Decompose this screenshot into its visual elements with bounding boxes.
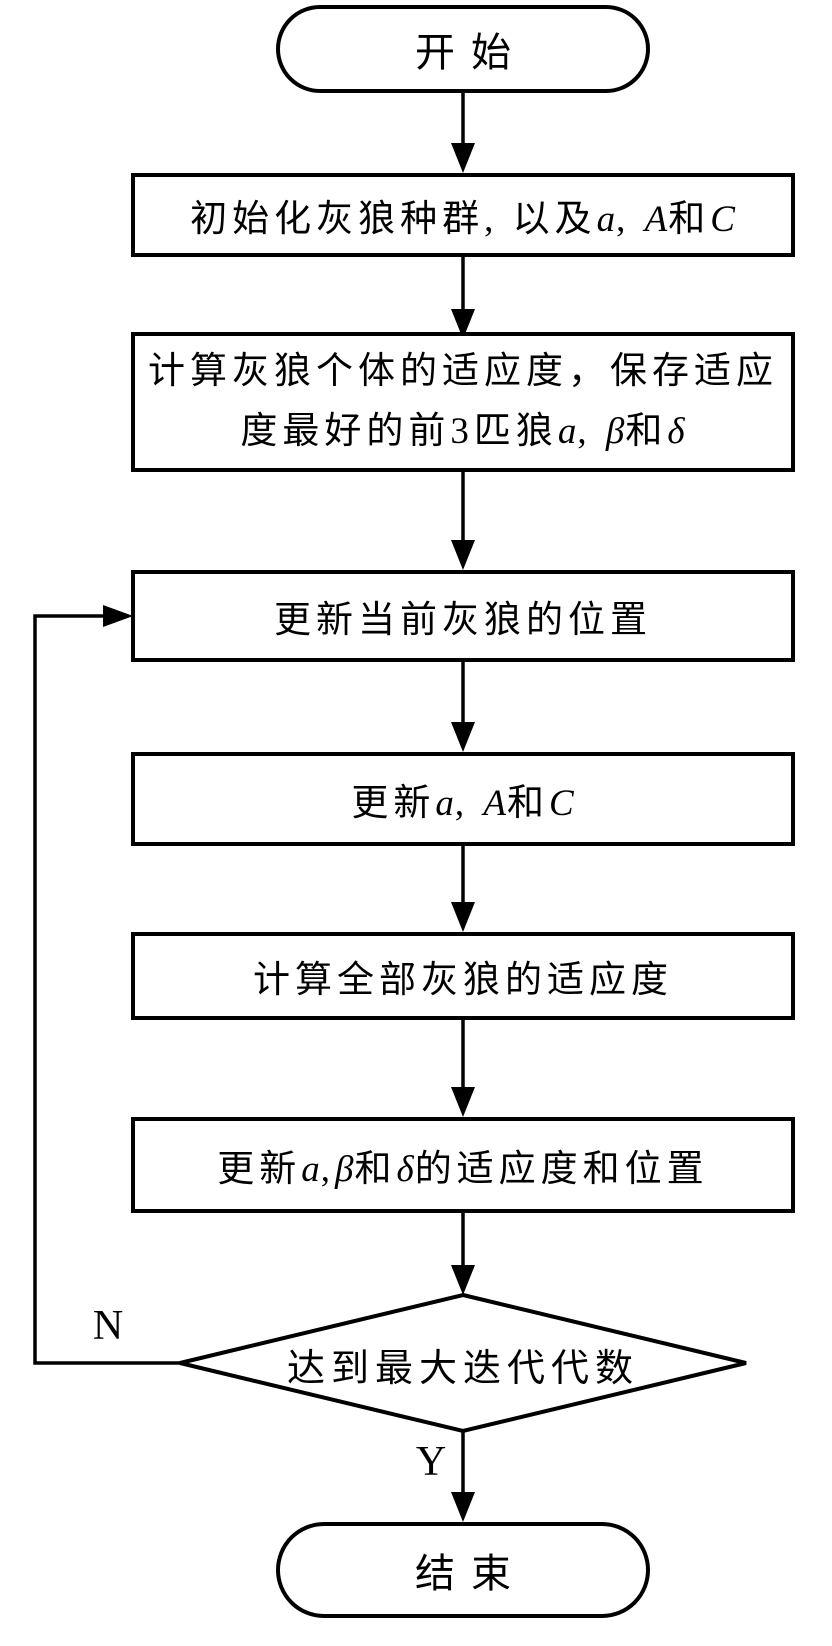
loop-back-line — [33, 605, 180, 1365]
process-compute-all-fitness: 计算全部灰狼的适应度 — [131, 932, 795, 1020]
process-initialize-population-label: 初始化灰狼种群, 以及a, A和C — [190, 199, 736, 240]
arrow-start-to-init — [451, 92, 475, 173]
terminator-end: 结束 — [276, 1522, 650, 1618]
arrow-init-to-fitness — [451, 255, 475, 339]
process-compute-fitness-top3-line1: 计算灰狼个体的适应度，保存适应 — [148, 351, 778, 392]
arrow-fitness-all-to-update-abd — [451, 1020, 475, 1117]
terminator-start-label: 开始 — [415, 30, 527, 75]
arrow-update-aac-to-fitness-all — [451, 846, 475, 932]
terminator-start: 开始 — [276, 5, 650, 93]
process-initialize-population: 初始化灰狼种群, 以及a, A和C — [131, 173, 795, 257]
process-compute-fitness-top3: 计算灰狼个体的适应度，保存适应 度最好的前3匹狼a, β和δ — [131, 332, 795, 472]
process-compute-all-fitness-label: 计算全部灰狼的适应度 — [253, 960, 673, 1001]
process-update-a-A-C: 更新a, A和C — [131, 752, 795, 846]
terminator-end-label: 结束 — [415, 1551, 527, 1596]
process-compute-fitness-top3-line2: 度最好的前3匹狼a, β和δ — [240, 411, 686, 452]
label-no: N — [92, 1303, 124, 1349]
process-update-position-label: 更新当前灰狼的位置 — [274, 600, 652, 641]
process-update-alpha-beta-delta: 更新a,β和δ的适应度和位置 — [131, 1117, 795, 1213]
arrow-update-abd-to-decision — [451, 1213, 475, 1295]
process-update-a-A-C-label: 更新a, A和C — [351, 783, 575, 824]
process-update-alpha-beta-delta-label: 更新a,β和δ的适应度和位置 — [217, 1149, 709, 1190]
label-yes: Y — [415, 1439, 447, 1485]
process-update-position: 更新当前灰狼的位置 — [131, 570, 795, 662]
arrow-fitness-to-update-position — [451, 472, 475, 570]
arrow-update-position-to-update-aac — [451, 662, 475, 752]
decision-max-iterations-label: 达到最大迭代代数 — [286, 1348, 639, 1390]
arrow-decision-to-end — [451, 1431, 475, 1522]
